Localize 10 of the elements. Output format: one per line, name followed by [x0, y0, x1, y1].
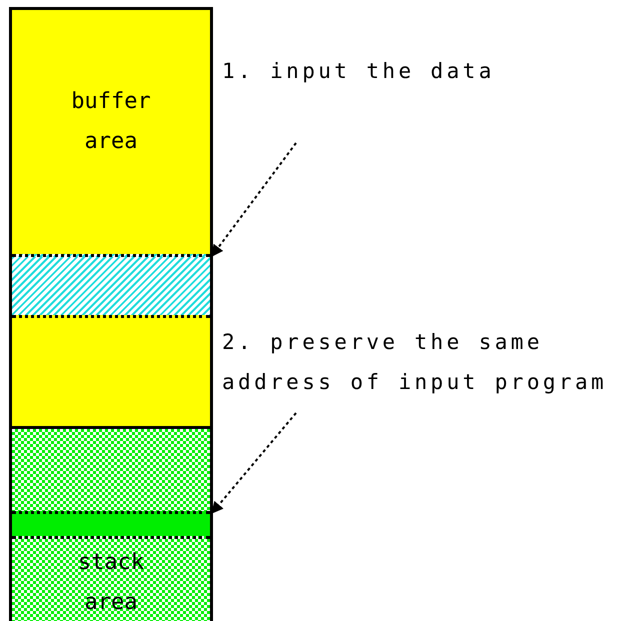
step-note: 2. preserve the same address of input program: [222, 322, 617, 402]
stack-area: [12, 536, 210, 621]
memory-block: [12, 426, 210, 514]
arrow: [211, 412, 297, 514]
step-note: 1. input the data: [222, 51, 602, 91]
memory-band: [12, 315, 210, 426]
arrow: [211, 142, 297, 257]
area-label: buffer area: [70, 88, 152, 156]
buffer-area: [12, 10, 210, 257]
memory-band: [12, 254, 210, 315]
